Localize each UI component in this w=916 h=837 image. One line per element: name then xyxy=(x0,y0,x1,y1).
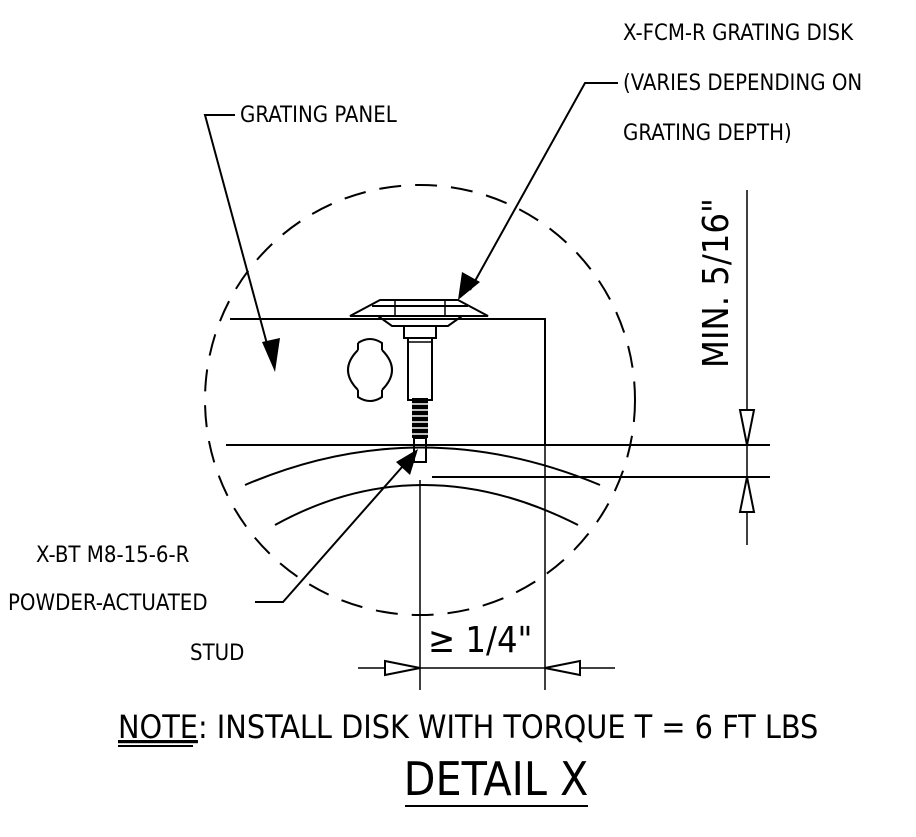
stud-label-line1: X-BT M8-15-6-R xyxy=(36,543,190,568)
disk-leader xyxy=(458,82,618,300)
detail-title: DETAIL X xyxy=(404,752,589,806)
grating-panel-outline xyxy=(230,318,546,445)
note-prefix: NOTE xyxy=(118,708,198,746)
note-line: NOTE: INSTALL DISK WITH TORQUE T = 6 FT … xyxy=(118,708,818,746)
horizontal-dimension xyxy=(358,445,615,690)
grating-disk xyxy=(349,299,489,327)
beam-upper-arc xyxy=(244,446,601,486)
panel-leader xyxy=(203,114,280,372)
powder-actuated-stud xyxy=(403,325,437,463)
panel-label: GRATING PANEL xyxy=(240,103,397,128)
vertical-dimension xyxy=(738,190,756,545)
horizontal-dimension-label: ≥ 1/4" xyxy=(428,620,532,661)
stud-label-line2: POWDER-ACTUATED xyxy=(8,591,208,616)
stud-label-line3: STUD xyxy=(190,641,244,666)
disk-label-line1: X-FCM-R GRATING DISK xyxy=(623,21,854,46)
vertical-dimension-label: MIN. 5/16" xyxy=(696,198,737,368)
stud-leader xyxy=(255,449,418,603)
beam-lower-arc xyxy=(274,484,579,526)
disk-label-line2: (VARIES DEPENDING ON xyxy=(623,71,862,96)
note-text: : INSTALL DISK WITH TORQUE T = 6 FT LBS xyxy=(198,708,818,746)
grating-bar-section xyxy=(347,338,393,402)
disk-label-line3: GRATING DEPTH) xyxy=(623,121,792,146)
